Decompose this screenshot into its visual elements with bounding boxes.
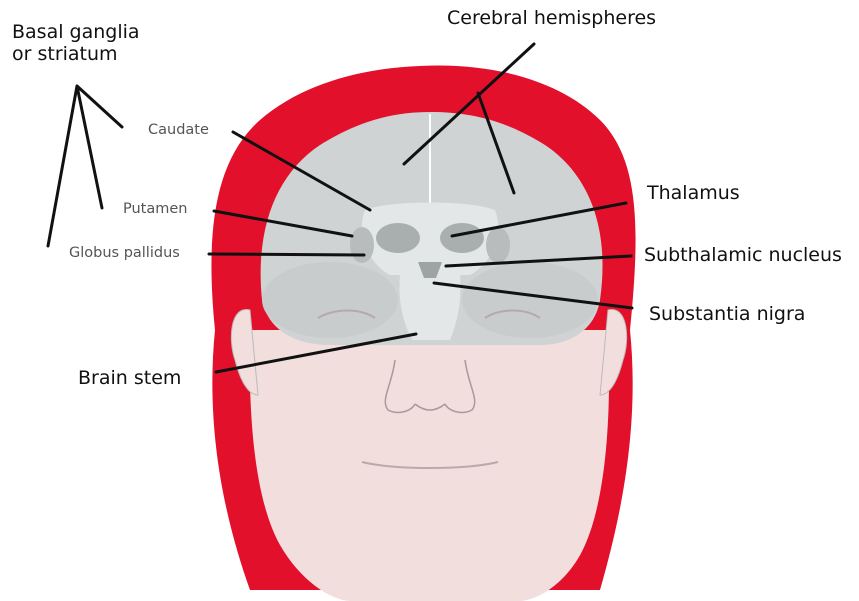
basal-ganglia-line1: Basal ganglia — [12, 22, 140, 44]
subthalamic-nucleus-label: Subthalamic nucleus — [644, 245, 842, 267]
cerebral-hemispheres-label: Cerebral hemispheres — [447, 8, 656, 30]
left-globus-shape — [350, 227, 374, 263]
putamen-label: Putamen — [123, 201, 188, 218]
basal-ganglia-line2: or striatum — [12, 44, 140, 66]
basal-ganglia-label: Basal ganglia or striatum — [12, 22, 140, 66]
face — [250, 330, 609, 601]
left-temporal-lobe — [262, 262, 398, 338]
brain-stem-label: Brain stem — [78, 368, 181, 390]
left-putamen-shape — [376, 223, 420, 253]
thalamus-label: Thalamus — [647, 183, 740, 205]
right-putamen-shape — [440, 223, 484, 253]
globus-pallidus-label: Globus pallidus — [69, 245, 180, 262]
globus-leader — [209, 254, 364, 255]
caudate-label: Caudate — [148, 122, 209, 139]
substantia-nigra-label: Substantia nigra — [649, 304, 805, 326]
right-globus-shape — [486, 227, 510, 263]
basal-ganglia-bracket — [48, 86, 122, 246]
